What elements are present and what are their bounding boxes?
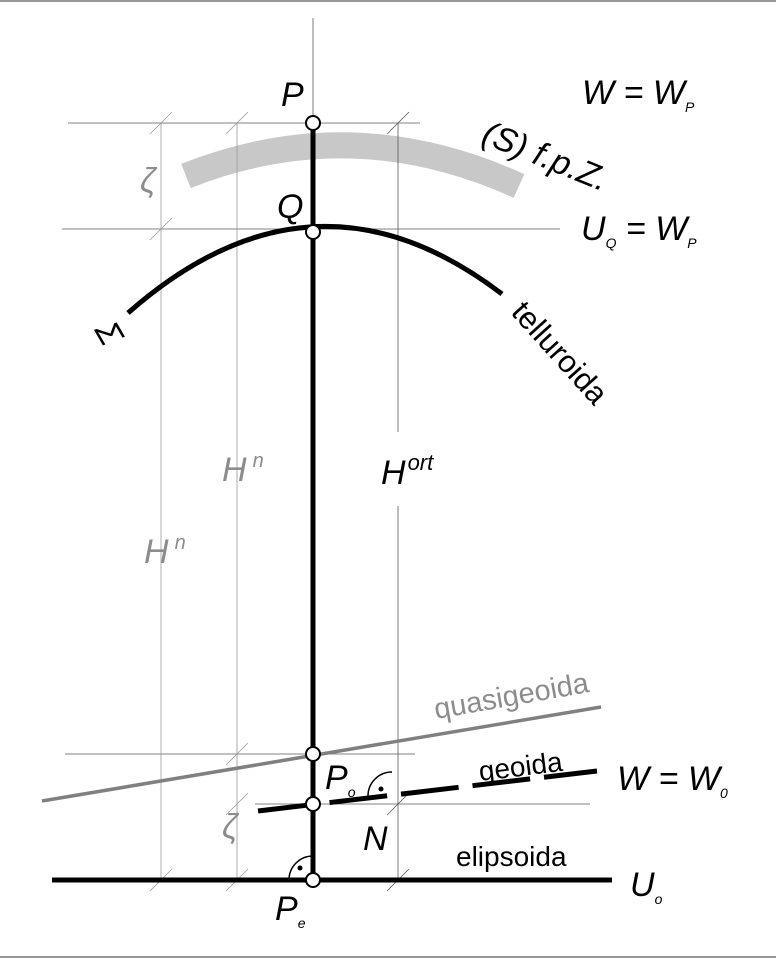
label-N: N [363, 820, 388, 858]
label-elipsoida: elipsoida [456, 841, 567, 872]
label-zeta-bottom: ζ [222, 808, 240, 846]
label-W-eq-WP: W = WP [582, 74, 695, 115]
tick [225, 792, 249, 816]
label-W-eq-W0: W = W0 [617, 760, 728, 801]
tick [225, 111, 249, 135]
point-Q [305, 224, 321, 240]
right-angle-dot-Po [378, 786, 384, 792]
point-Pe [305, 872, 321, 888]
label-UQ-eq-WP: UQ = WP [581, 210, 697, 251]
label-Uo: Uo [630, 866, 663, 907]
label-Po: Po [325, 759, 356, 800]
label-quasigeoida: quasigeoida [432, 667, 592, 726]
point-quasigeoid [305, 746, 321, 762]
right-angle-dot-Pe [297, 865, 303, 871]
label-P: P [281, 76, 304, 114]
label-sigma: Σ [87, 314, 131, 353]
right-angle-arc-Pe [288, 855, 314, 881]
points [305, 115, 321, 888]
tick [149, 111, 173, 135]
tick [386, 792, 410, 816]
label-Hort: Hort [381, 450, 434, 492]
tick [225, 742, 249, 766]
fpz-band [181, 132, 525, 198]
tick [149, 217, 173, 241]
tick [386, 111, 410, 135]
label-telluroida: telluroida [505, 294, 616, 411]
quasigeoida-line [41, 705, 602, 803]
label-Pe: Pe [275, 890, 306, 931]
label-zeta-top: ζ [140, 162, 158, 200]
label-geoida: geoida [477, 746, 565, 787]
right-angle-arc-Po [367, 771, 393, 797]
point-P [305, 115, 321, 131]
label-Q: Q [277, 188, 303, 226]
point-Po [305, 796, 321, 812]
